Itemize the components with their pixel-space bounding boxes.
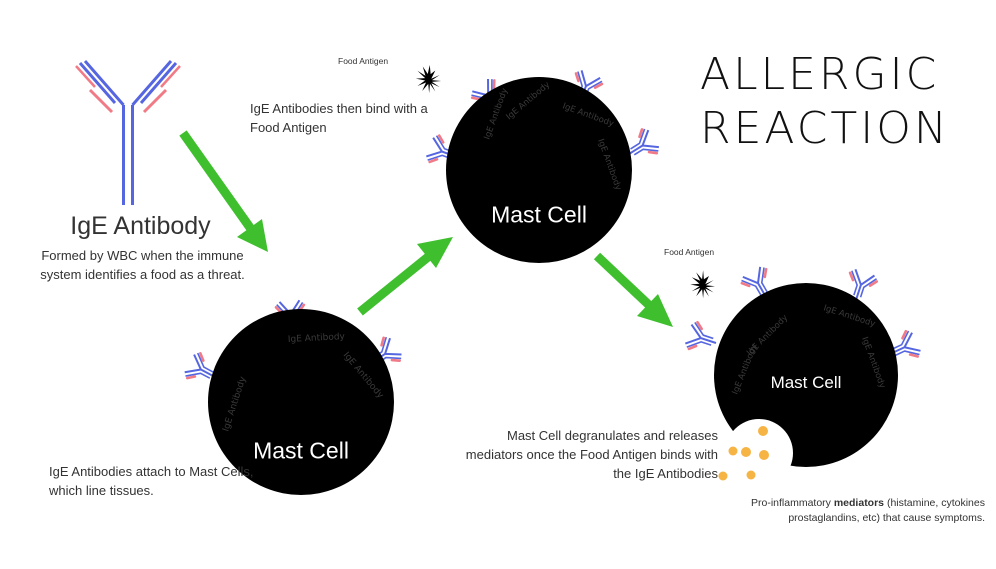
ige-antibody-icon: [75, 60, 181, 205]
title-line-2: REACTION: [700, 103, 950, 154]
arrow-2: [357, 237, 453, 316]
mediator-dot-icon: [741, 447, 751, 457]
mediator-dot-icon: [759, 450, 769, 460]
food-antigen-label-1: Food Antigen: [338, 56, 389, 66]
page-title: ALLERGIC REACTION: [700, 48, 990, 156]
food-antigen-label-2: Food Antigen: [664, 247, 715, 257]
mediator-dot-icon: [746, 470, 756, 480]
mediator-dot-icon: [728, 446, 738, 456]
mast-cell-label-3: Mast Cell: [770, 373, 842, 392]
ige-antibody-description: Formed by WBC when the immune system ide…: [40, 248, 245, 282]
food-antigen-icon: [415, 64, 442, 94]
mast-cell-3: IgE Antibody IgE Antibody IgE Antibody I…: [682, 263, 924, 487]
attach-step-description: IgE Antibodies attach to Mast Cells, whi…: [49, 464, 254, 498]
mediator-dot-icon: [758, 426, 768, 436]
mediator-dots: [718, 426, 769, 481]
mast-cell-2: IgE Antibody IgE Antibody IgE Antibody I…: [415, 64, 663, 263]
mediator-dot-icon: [718, 471, 728, 481]
mediators-text-after: (histamine, cytokines prostaglandins, et…: [788, 497, 985, 524]
degranulation-opening: [725, 419, 793, 487]
receptor-label: IgE Antibody: [288, 332, 346, 345]
arrow-3: [593, 252, 673, 327]
antibody-icon: [682, 319, 722, 358]
bind-step-description: IgE Antibodies then bind with a Food Ant…: [250, 101, 428, 135]
arrow-1: [179, 130, 268, 252]
mast-cell-label-2: Mast Cell: [491, 201, 587, 228]
mediators-text-before: Pro-inflammatory: [750, 497, 834, 509]
title-line-1: ALLERGIC: [700, 49, 940, 100]
mediators-bold: mediators: [833, 497, 885, 509]
mediators-description: Pro-inflammatory mediators (histamine, c…: [735, 496, 985, 526]
food-antigen-icon: [690, 270, 715, 299]
mast-cell-1: IgE Antibody IgE Antibody IgE Antibody: [181, 298, 406, 495]
ige-antibody-title: IgE Antibody: [70, 212, 211, 240]
degranulate-step-description: Mast Cell degranulates and releases medi…: [465, 428, 718, 481]
mast-cell-label-1: Mast Cell: [253, 437, 349, 464]
